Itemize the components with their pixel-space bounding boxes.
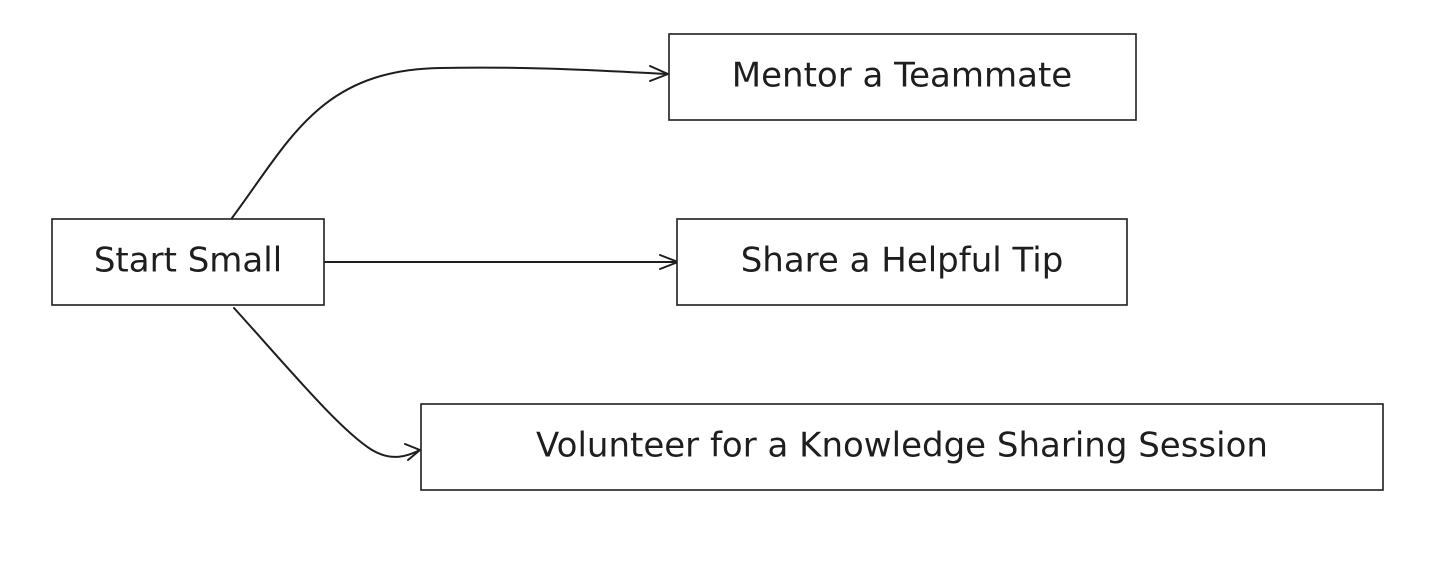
node-box <box>420 403 1384 491</box>
node-box <box>676 218 1128 306</box>
edge-start-to-tip <box>324 254 679 270</box>
node-label: Mentor a Teammate <box>732 56 1072 96</box>
node-share-a-helpful-tip[interactable]: Share a Helpful Tip <box>676 218 1128 306</box>
node-mentor-a-teammate[interactable]: Mentor a Teammate <box>668 33 1137 121</box>
node-label: Share a Helpful Tip <box>741 241 1064 281</box>
arrowhead-icon <box>649 65 669 82</box>
node-label: Start Small <box>94 241 282 281</box>
edge-line <box>233 307 421 458</box>
node-start-small[interactable]: Start Small <box>51 218 325 306</box>
node-volunteer-knowledge-session[interactable]: Volunteer for a Knowledge Sharing Sessio… <box>420 403 1384 491</box>
edges <box>231 65 679 461</box>
edge-line <box>231 66 669 219</box>
node-box <box>668 33 1137 121</box>
node-label: Volunteer for a Knowledge Sharing Sessio… <box>536 426 1268 466</box>
arrowhead-icon <box>404 443 421 461</box>
edge-start-to-volunteer <box>233 307 421 461</box>
edge-start-to-mentor <box>231 65 669 219</box>
node-box <box>51 218 325 306</box>
